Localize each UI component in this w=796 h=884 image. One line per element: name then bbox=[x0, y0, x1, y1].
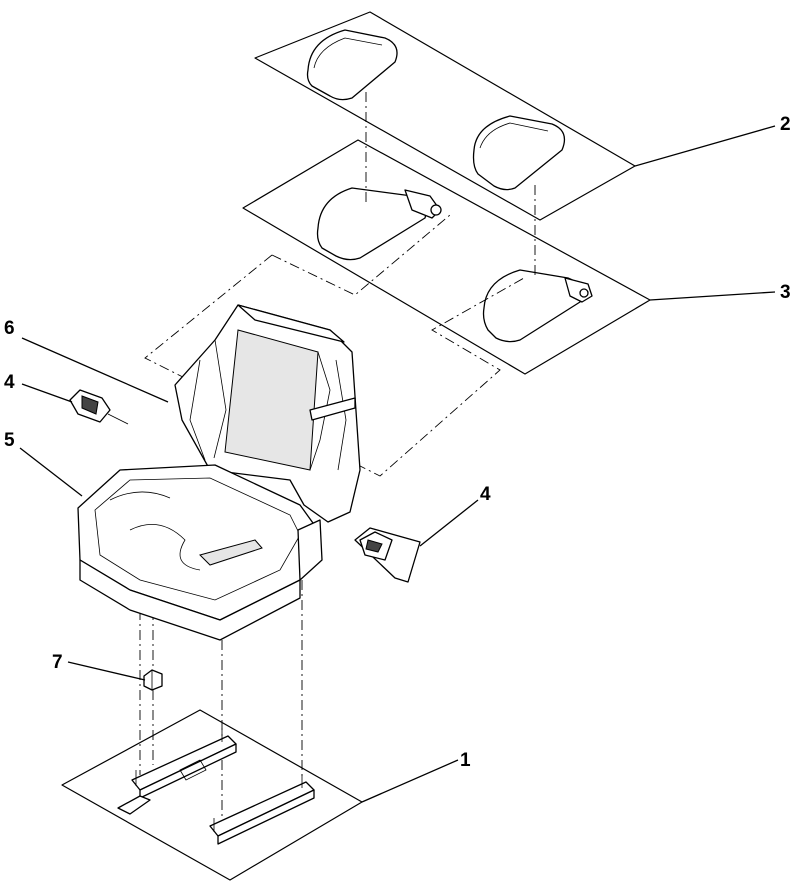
seat-rails-plane bbox=[61, 709, 363, 881]
seat-belt-buckle-right bbox=[354, 527, 421, 583]
callout-2: 2 bbox=[780, 114, 791, 135]
armrest-left bbox=[316, 187, 442, 261]
callout-7: 7 bbox=[52, 652, 63, 673]
armrest-pad-left bbox=[306, 29, 398, 101]
small-clip bbox=[143, 669, 163, 691]
seat-assembly bbox=[77, 304, 361, 641]
callout-4-left: 4 bbox=[4, 372, 15, 393]
callout-leaders bbox=[19, 125, 776, 803]
armrest-pads-plane bbox=[254, 11, 636, 221]
armrests-plane bbox=[242, 139, 651, 375]
callout-1: 1 bbox=[460, 750, 471, 771]
seat-belt-buckle-left bbox=[69, 389, 129, 425]
callout-5: 5 bbox=[4, 430, 15, 451]
callout-3: 3 bbox=[780, 282, 791, 303]
armrest-right bbox=[482, 269, 593, 343]
seat-backrest bbox=[174, 304, 361, 523]
callout-4-right: 4 bbox=[480, 484, 491, 505]
seat-cushion bbox=[77, 464, 323, 641]
seat-rail-left bbox=[117, 728, 237, 815]
callout-6: 6 bbox=[4, 318, 15, 339]
callout-labels: 1 2 3 4 4 5 6 7 bbox=[4, 114, 791, 771]
seat-rail-right bbox=[209, 774, 315, 845]
armrest-pad-right bbox=[472, 115, 566, 191]
